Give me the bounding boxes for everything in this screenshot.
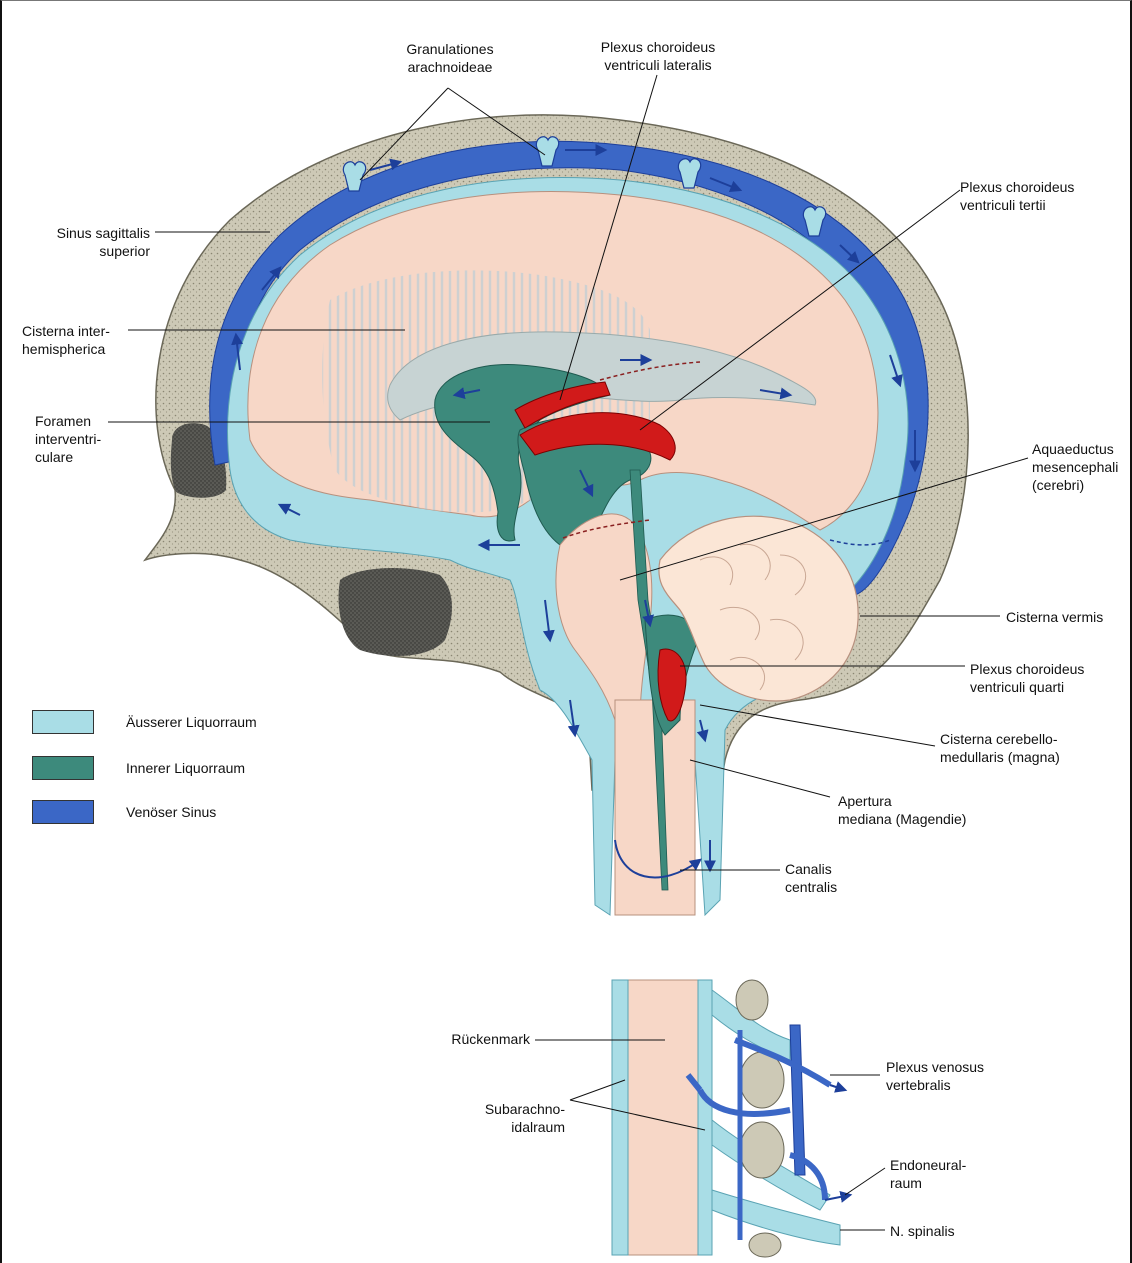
label-aquaeductus: Aquaeductus mesencephali (cerebri) <box>1032 440 1128 494</box>
label-plexus-venosus: Plexus venosus vertebralis <box>886 1058 1016 1094</box>
legend-swatch-aeusserer <box>32 710 94 734</box>
legend-label-aeusserer: Äusserer Liquorraum <box>126 714 257 730</box>
label-n-spinalis: N. spinalis <box>890 1222 1000 1240</box>
label-rueckenmark: Rückenmark <box>420 1030 530 1048</box>
legend-label-innerer: Innerer Liquorraum <box>126 760 245 776</box>
label-subarachnoidal: Subarachno- idalraum <box>440 1100 565 1136</box>
legend-item-sinus: Venöser Sinus <box>32 798 216 826</box>
label-cisterna-interhemispherica: Cisterna inter- hemispherica <box>22 322 132 358</box>
label-apertura: Apertura mediana (Magendie) <box>838 792 1008 828</box>
label-plexus-tertii: Plexus choroideus ventriculi tertii <box>960 178 1110 214</box>
label-cisterna-cerebello: Cisterna cerebello- medullaris (magna) <box>940 730 1090 766</box>
spinal-detail <box>612 980 850 1257</box>
legend-item-aeusserer: Äusserer Liquorraum <box>32 708 257 736</box>
label-foramen: Foramen interventri- culare <box>35 412 135 466</box>
label-plexus-lateralis: Plexus choroideus ventriculi lateralis <box>578 38 738 74</box>
label-endoneural: Endoneural- raum <box>890 1156 1000 1192</box>
legend-item-innerer: Innerer Liquorraum <box>32 754 245 782</box>
label-granulationes: Granulationes arachnoideae <box>380 40 520 76</box>
label-cisterna-vermis: Cisterna vermis <box>1006 608 1126 626</box>
legend-swatch-sinus <box>32 800 94 824</box>
label-sinus-sagittalis: Sinus sagittalis superior <box>20 224 150 260</box>
label-plexus-quarti: Plexus choroideus ventriculi quarti <box>970 660 1120 696</box>
legend-swatch-innerer <box>32 756 94 780</box>
legend-label-sinus: Venöser Sinus <box>126 804 216 820</box>
sinus-sphenoidalis <box>339 568 452 656</box>
label-canalis: Canalis centralis <box>785 860 875 896</box>
